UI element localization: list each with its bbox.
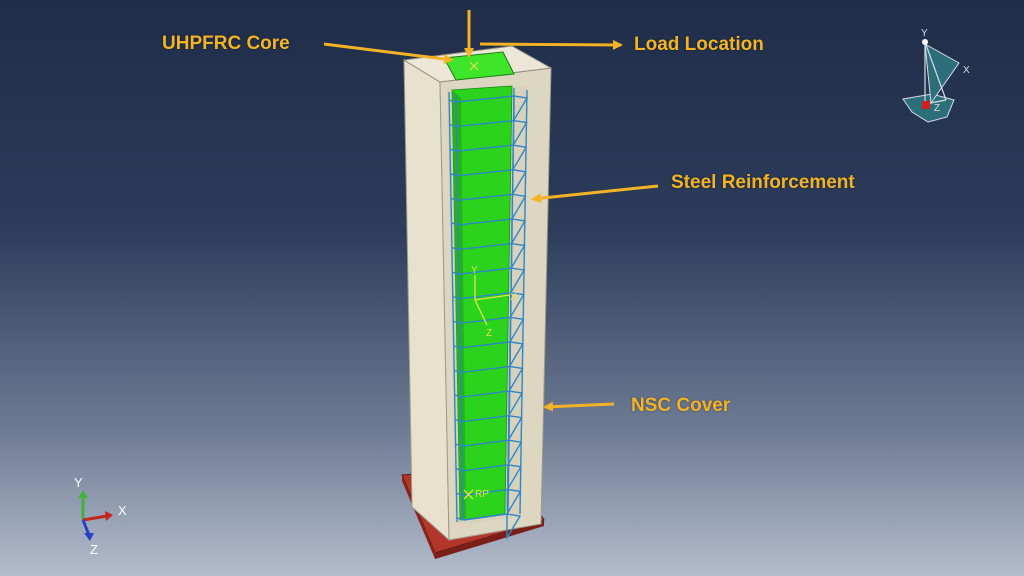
stirrup-tie xyxy=(453,341,525,369)
steel-arrow xyxy=(531,184,659,204)
stirrup-tie xyxy=(455,464,522,492)
callout-nsc-cover: NSC Cover xyxy=(631,395,731,416)
triad-x-label: X xyxy=(118,503,127,518)
stirrup-tie xyxy=(455,439,523,467)
load-point-marker xyxy=(469,61,479,71)
callout-steel-reinforcement: Steel Reinforcement xyxy=(671,172,855,193)
view-orientation-gizmo[interactable] xyxy=(902,39,960,123)
view-gizmo-top-pivot xyxy=(922,39,928,45)
callout-uhpfrc-core: UHPFRC Core xyxy=(162,33,290,54)
longitudinal-bar xyxy=(448,91,458,523)
triad-y-label: Y xyxy=(74,475,83,490)
view-gizmo-z-label: Z xyxy=(934,103,940,114)
core-arrow xyxy=(323,42,454,64)
stirrup-tie xyxy=(456,513,522,541)
steel-reinforcement-cage xyxy=(448,87,529,541)
uhpfrc-core-top xyxy=(443,51,515,81)
stirrup-tie xyxy=(456,488,522,516)
model-axis-y-label: Y xyxy=(471,265,478,276)
model-axis-z-label: Z xyxy=(486,328,492,339)
stirrup-tie xyxy=(452,267,526,295)
triad-x-axis xyxy=(82,514,108,522)
stirrup-tie xyxy=(451,242,526,271)
model-axis-z xyxy=(474,299,488,326)
stirrup-tie xyxy=(454,414,523,443)
stirrup-tie xyxy=(448,95,529,123)
cover-arrow xyxy=(543,401,615,412)
model-axis-x xyxy=(474,294,511,301)
reference-point-marker xyxy=(463,489,474,500)
stirrup-tie xyxy=(450,169,527,197)
stirrup-tie xyxy=(453,316,525,344)
stirrup-tie xyxy=(452,291,525,320)
view-gizmo-origin xyxy=(922,101,930,109)
stirrup-tie xyxy=(450,193,527,221)
callout-arrows xyxy=(323,10,659,412)
stirrup-tie xyxy=(449,144,528,172)
callout-load-location: Load Location xyxy=(634,34,764,55)
reference-point-label: RP xyxy=(475,489,489,500)
triad-z-label: Z xyxy=(90,542,98,557)
load-location-arrow xyxy=(479,39,623,50)
triad-z-axis xyxy=(81,519,91,536)
global-axis-triad xyxy=(78,490,113,541)
view-gizmo-upper-plane xyxy=(924,43,960,105)
model-axes xyxy=(474,275,511,326)
stirrup-tie xyxy=(453,365,524,394)
view-gizmo-x-label: X xyxy=(963,65,970,76)
view-gizmo-y-label: Y xyxy=(921,28,928,39)
longitudinal-bar xyxy=(455,93,464,521)
model-axis-x-label: X xyxy=(510,292,517,303)
stirrup-tie xyxy=(454,390,524,418)
stirrup-tie xyxy=(449,119,528,148)
stirrup-tie xyxy=(451,218,527,246)
